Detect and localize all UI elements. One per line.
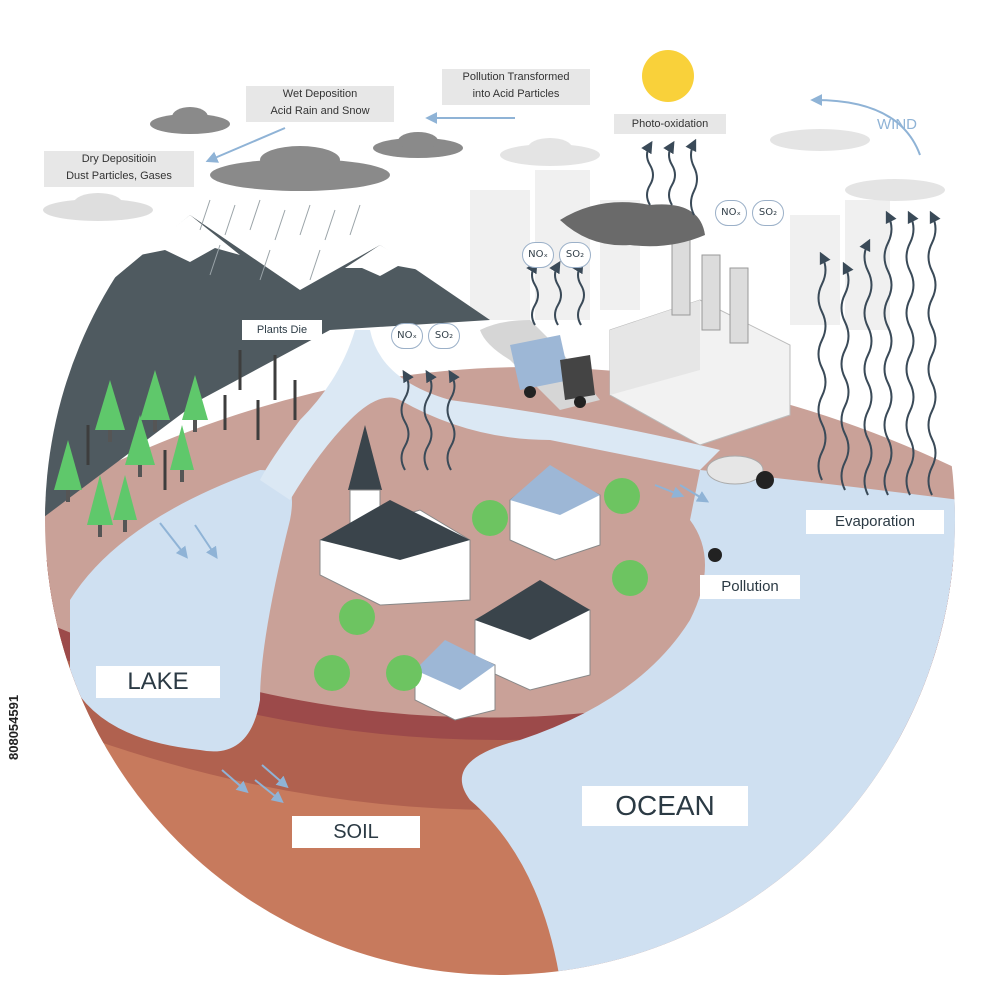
wavy-arrow-icon [840, 261, 854, 491]
dry-deposition-line-1: Dry Depositioin [81, 153, 157, 165]
pollution-transformed-line-1: Pollution Transformed [462, 71, 570, 83]
pollution-transformed-line-2: into Acid Particles [472, 88, 560, 100]
dry-deposition-label: Dry Depositioin Dust Particles, Gases [44, 151, 194, 187]
cloud-icon [770, 129, 945, 201]
wavy-arrow-icon [883, 210, 897, 496]
wavy-arrow-icon [400, 369, 414, 471]
nox-bubble: NOₓ [391, 323, 423, 349]
photo-oxidation-label: Photo-oxidation [614, 114, 726, 134]
truck-icon [510, 335, 595, 408]
cloud-icon [500, 138, 600, 166]
church-icon [319, 425, 471, 606]
nox-bubble: NOₓ [715, 200, 747, 226]
flow-arrows [159, 94, 921, 803]
wavy-arrow-icon [817, 251, 831, 481]
evaporation-label: Evaporation [806, 510, 944, 534]
river [260, 330, 720, 500]
pollution-transformed-label: Pollution Transformed into Acid Particle… [442, 69, 590, 105]
tree-icon [604, 478, 640, 514]
clouds [43, 107, 945, 221]
wavy-arrow-icon [927, 210, 941, 496]
so2-bubble: SO₂ [752, 200, 784, 226]
wavy-arrow-icon [859, 238, 873, 496]
house-icon [509, 465, 601, 561]
tree-icon [125, 415, 155, 477]
wavy-arrow-icon [446, 369, 460, 471]
stock-id: 808054591 [6, 694, 21, 760]
tree-icon [140, 370, 170, 432]
factory-icon [560, 202, 791, 446]
dry-deposition-line-2: Dust Particles, Gases [66, 170, 172, 182]
cloud-icon [210, 146, 390, 191]
tree-icon [314, 655, 350, 691]
emission-arrows [400, 138, 941, 496]
wavy-arrow-icon [572, 260, 585, 326]
cloud-icon [373, 132, 463, 158]
tree-icon [113, 475, 137, 532]
wavy-arrow-icon [663, 140, 676, 206]
forest [54, 370, 208, 537]
soil-label: SOIL [292, 816, 420, 848]
so2-bubble: SO₂ [559, 242, 591, 268]
wet-deposition-label: Wet Deposition Acid Rain and Snow [246, 86, 394, 122]
house-icon [474, 580, 591, 691]
acid-rain [199, 199, 361, 281]
tree-icon [95, 380, 125, 442]
nox-bubble: NOₓ [522, 242, 554, 268]
house-icon [414, 640, 496, 721]
wavy-arrow-icon [905, 210, 919, 496]
wavy-arrow-icon [549, 260, 562, 326]
wavy-arrow-icon [685, 138, 698, 216]
wet-deposition-line-1: Wet Deposition [282, 88, 358, 100]
wavy-arrow-icon [423, 369, 437, 471]
tree-icon [170, 425, 194, 482]
mountain-snow [140, 215, 240, 262]
tree-icon [54, 440, 82, 502]
mountain-icon [45, 215, 490, 520]
wind-label: WIND [877, 116, 917, 133]
sun-icon [642, 50, 694, 102]
cloud-icon [150, 107, 230, 134]
tree-icon [87, 475, 113, 537]
tree-icon [472, 500, 508, 536]
tree-icon [182, 375, 208, 432]
lake-label: LAKE [96, 666, 220, 698]
pollution-label: Pollution [700, 575, 800, 599]
cloud-icon [43, 193, 153, 221]
tree-icon [386, 655, 422, 691]
wet-deposition-line-2: Acid Rain and Snow [270, 105, 370, 117]
wavy-arrow-icon [641, 140, 654, 206]
pollution-debris [708, 548, 722, 562]
drain-pipe-icon [706, 455, 774, 489]
tree-icon [339, 599, 375, 635]
wavy-arrow-icon [526, 260, 539, 326]
ocean-label: OCEAN [582, 786, 748, 826]
tree-icon [612, 560, 648, 596]
dead-trees [86, 350, 297, 490]
town-trees [314, 478, 648, 691]
so2-bubble: SO₂ [428, 323, 460, 349]
plants-die-label: Plants Die [242, 320, 322, 340]
